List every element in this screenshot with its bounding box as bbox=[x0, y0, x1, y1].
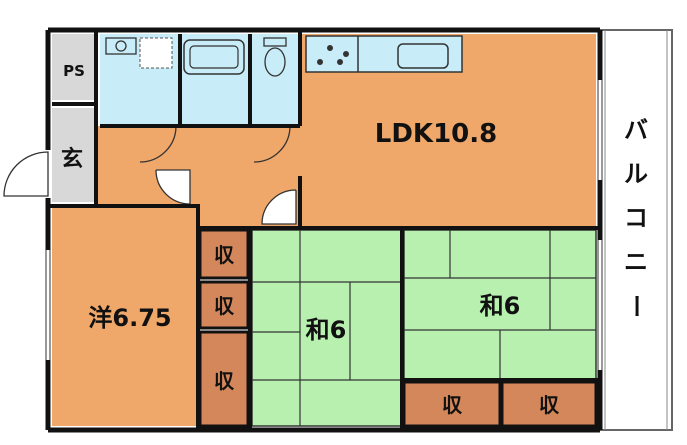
stove-icon bbox=[317, 45, 349, 65]
storage-3-label: 収 bbox=[214, 369, 235, 393]
entrance-room bbox=[52, 108, 96, 202]
sink-icon bbox=[397, 43, 449, 69]
windows bbox=[46, 80, 602, 370]
storage-4 bbox=[402, 380, 502, 428]
bath-room bbox=[180, 34, 248, 126]
storage-1-label: 収 bbox=[214, 243, 235, 267]
balcony-char: バ bbox=[624, 116, 648, 144]
interior-walls bbox=[48, 30, 600, 430]
washitsu2-label: 和6 bbox=[480, 292, 521, 320]
toilet-icon bbox=[263, 37, 287, 77]
washitsu1-label: 和6 bbox=[306, 316, 347, 344]
ps-room bbox=[52, 34, 96, 100]
balcony-char: ー bbox=[622, 294, 650, 318]
ldk-label: LDK10.8 bbox=[375, 119, 497, 149]
storage-4-label: 収 bbox=[442, 393, 463, 417]
door-swings bbox=[3, 125, 297, 225]
storage-2-label: 収 bbox=[214, 294, 235, 318]
storage-5 bbox=[500, 380, 598, 428]
balcony-char: ニ bbox=[624, 248, 648, 276]
balcony-char: コ bbox=[624, 204, 648, 232]
storage-5-label: 収 bbox=[539, 393, 560, 417]
toilet-room bbox=[252, 34, 298, 126]
storage-2 bbox=[198, 280, 250, 330]
balcony-char: ル bbox=[624, 160, 648, 188]
entrance-label: 玄 bbox=[61, 146, 83, 172]
kitchen-counter bbox=[305, 35, 463, 73]
balcony bbox=[599, 29, 673, 431]
washing-machine-icon bbox=[105, 37, 137, 55]
storage-1 bbox=[198, 228, 250, 280]
window-frames bbox=[45, 80, 603, 370]
western-room bbox=[52, 208, 196, 426]
bathtub-icon bbox=[183, 39, 245, 75]
ps-label: PS bbox=[63, 62, 85, 80]
western-label: 洋6.75 bbox=[88, 304, 171, 332]
washitsu-1 bbox=[251, 229, 403, 427]
